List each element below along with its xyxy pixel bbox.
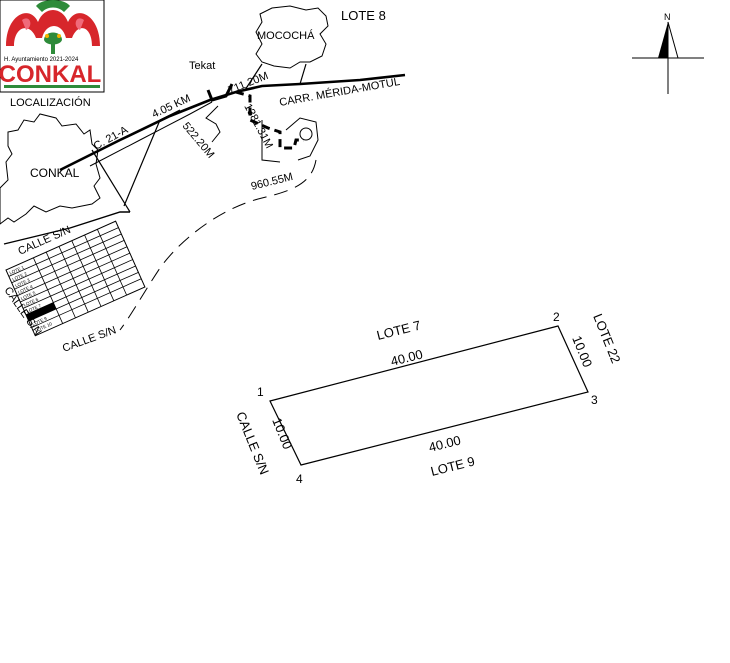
logo-tagline: H. Ayuntamiento 2021-2024 (4, 57, 79, 63)
road-to-conkal (3, 211, 130, 245)
road-merida-motul-label: CARR. MÉRIDA-MOTUL (278, 75, 401, 109)
route-access (235, 90, 304, 150)
dashed-link-line (119, 159, 317, 331)
petal-icon (75, 18, 84, 30)
dist-711-label: 711.20M (227, 70, 270, 97)
street-bottom-label: CALLE S/N (61, 324, 118, 355)
town-mococha-label: MOCOCHÁ (257, 29, 315, 42)
vertex-4-label: 4 (296, 472, 303, 486)
subdivision-block-outline (5, 220, 146, 337)
lot-label: LOTE 6 (23, 296, 40, 307)
lote-22-label: LOTE 22 (590, 312, 623, 366)
vertex-1-label: 1 (257, 385, 264, 399)
arch-ornament-icon (6, 10, 100, 46)
bottom-length-label: 40.00 (427, 432, 462, 454)
road-mococha (244, 63, 307, 91)
lote-8-label: LOTE 8 (341, 8, 386, 23)
lote-7-label: LOTE 7 (375, 318, 422, 343)
lots-inset: LOTE 1 LOTE 2 LOTE 3 LOTE 4 LOTE 5 LOTE … (2, 220, 146, 355)
logo-underline (4, 85, 100, 88)
town-conkal-label: CONKAL (30, 166, 80, 180)
lot-label: LOTE 1 (9, 265, 26, 276)
dist-1381-label: 1381.31M (241, 102, 275, 151)
lot-plot: LOTE 8 1 2 3 4 LOTE 7 40.00 40.00 LOTE 9… (233, 8, 623, 486)
crown-icon (36, 0, 70, 12)
conkal-town-outline (0, 113, 101, 225)
vertex-2-label: 2 (553, 310, 560, 324)
conkal-logo: H. Ayuntamiento 2021-2024 CONKAL (0, 0, 105, 93)
highlighted-lot (25, 302, 57, 322)
calle-sn-west-label: CALLE S/N (233, 410, 272, 477)
mococha-town-outline (255, 5, 329, 69)
logo-brand: CONKAL (0, 61, 101, 88)
lot-label: LOTE 3 (14, 277, 31, 288)
boundary-line (261, 117, 319, 163)
lot-label: LOTE 2 (11, 271, 28, 282)
dist-960-label: 960.55M (250, 171, 294, 193)
road-south (123, 109, 181, 207)
lot-label: LOTE 4 (17, 284, 34, 295)
lot-label: LOTE 7 (26, 303, 43, 314)
boundary-line-2 (205, 105, 221, 143)
lot-boundary-polygon (269, 325, 589, 466)
dist-522-label: 522.20M (180, 120, 217, 161)
road-diagonal (91, 149, 131, 213)
location-title: LOCALIZACIÓN (10, 96, 91, 109)
place-tekat-label: Tekat (189, 60, 215, 72)
flower-icon (57, 34, 61, 38)
petal-icon (22, 18, 31, 30)
target-lot-marker-icon (299, 127, 313, 141)
lot-label: LOTE 5 (20, 290, 37, 301)
right-length-label: 10.00 (569, 334, 595, 370)
vertex-3-label: 3 (591, 393, 598, 407)
north-arrow-icon: N (632, 12, 704, 94)
flower-icon (45, 34, 49, 38)
north-label: N (664, 12, 671, 22)
lot-label: LOTE 9 (31, 316, 48, 327)
left-length-label: 10.00 (269, 416, 295, 452)
road-c21a-secondary (89, 101, 213, 167)
tree-trunk (51, 42, 55, 54)
route-tekat (206, 83, 234, 102)
lote-9-label: LOTE 9 (429, 454, 476, 479)
